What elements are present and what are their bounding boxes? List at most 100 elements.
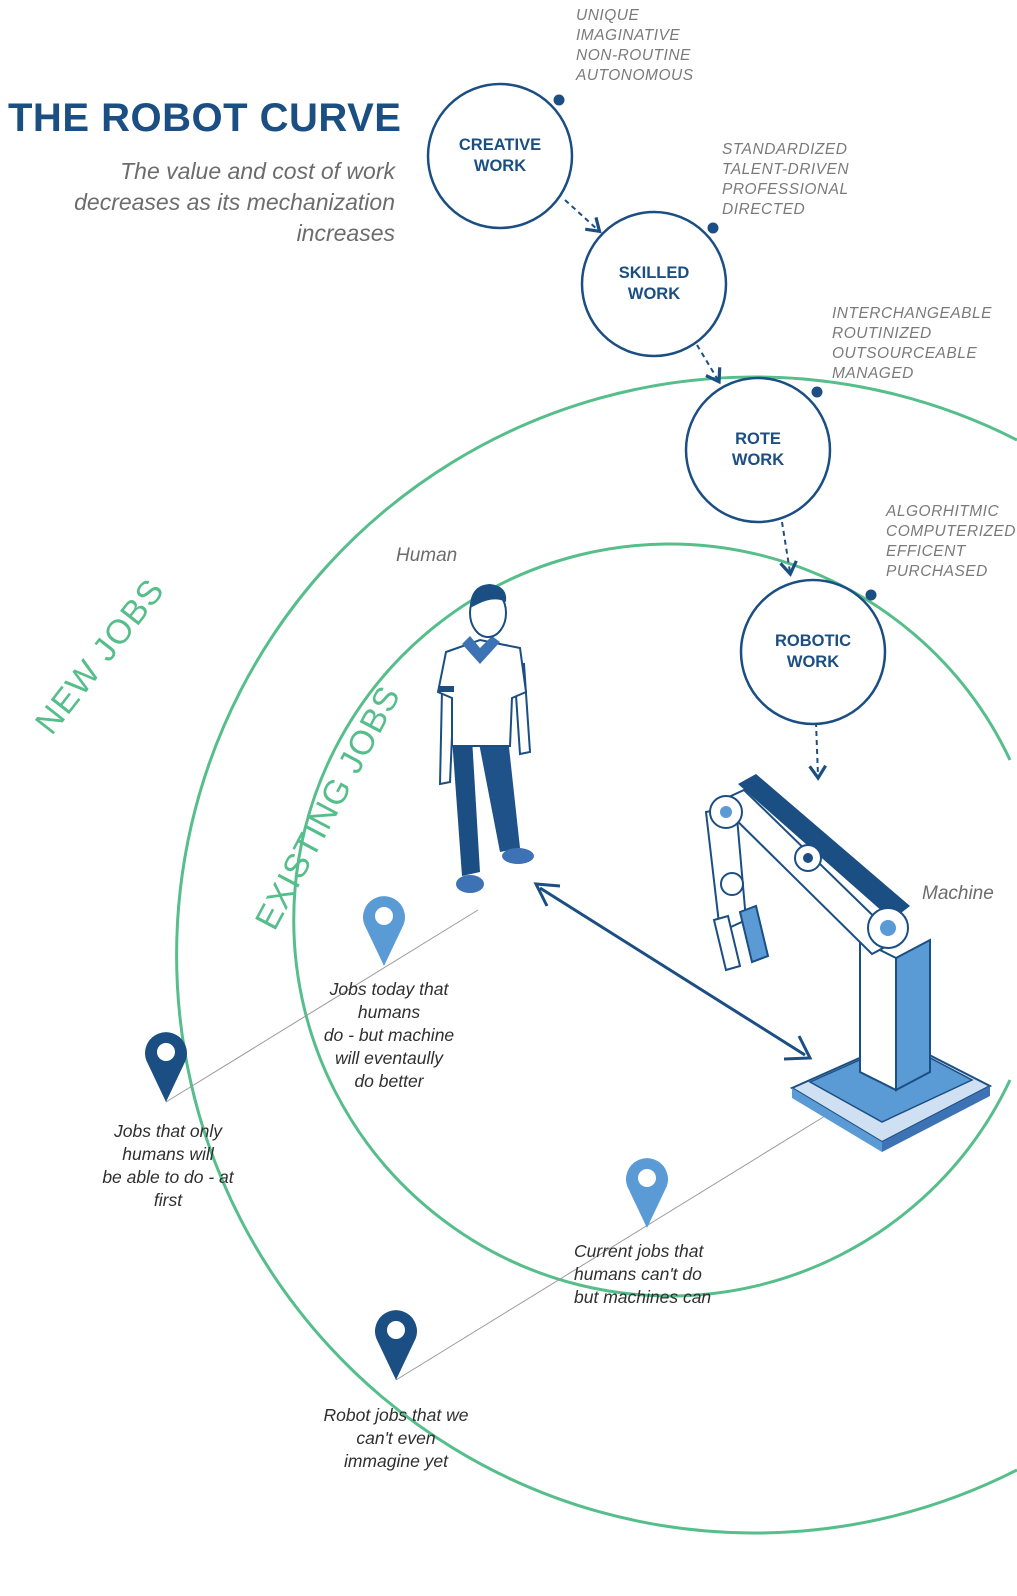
robotic-work-circle <box>739 578 887 726</box>
attribute-item: INTERCHANGEABLE <box>832 305 992 322</box>
skilled-work-label: SKILLED WORK <box>584 263 724 305</box>
new-jobs-ring <box>175 375 1017 1535</box>
creative-work-dot <box>553 94 565 106</box>
note-robot-jobs: Robot jobs that we can't even immagine y… <box>300 1404 492 1473</box>
flow-arrows <box>564 199 827 781</box>
human-figure <box>436 584 534 893</box>
arrow-skilled-to-rote <box>696 344 722 385</box>
skilled-work-circle <box>580 210 728 358</box>
note-line: immagine yet <box>343 1451 449 1471</box>
robotic-work-label-line2: WORK <box>786 653 840 671</box>
attribute-item: AUTONOMOUS <box>576 67 694 84</box>
human-shirt <box>436 638 528 747</box>
skilled-work-label-line1: SKILLED <box>618 264 690 282</box>
leader-lines <box>165 909 826 1381</box>
note-line: do - but machine <box>323 1025 455 1045</box>
robot-pillar-side <box>895 938 931 1092</box>
note-line: Current jobs that <box>574 1241 704 1261</box>
rote-work-attributes: INTERCHANGEABLE ROUTINIZED OUTSOURCEABLE… <box>832 304 992 384</box>
arrow-creative-to-skilled <box>564 199 602 234</box>
robot-base-plate-front <box>882 1086 990 1152</box>
human-leg-left <box>452 738 480 876</box>
attribute-item: IMAGINATIVE <box>576 27 681 44</box>
attribute-item: PROFESSIONAL <box>722 181 849 198</box>
note-line: but machines can <box>574 1287 712 1307</box>
robotic-work-attributes: ALGORHITMIC COMPUTERIZED EFFICENT PURCHA… <box>886 502 1016 582</box>
skilled-work-label-line2: WORK <box>627 285 681 303</box>
robotic-work-label: ROBOTIC WORK <box>743 631 883 673</box>
attribute-item: OUTSOURCEABLE <box>832 345 978 362</box>
human-shoe-right <box>502 848 534 864</box>
pin-today-humans <box>363 896 405 966</box>
robot-base-plate-side <box>792 1088 882 1152</box>
robot-upper-arm-back <box>738 774 910 920</box>
attribute-item: MANAGED <box>832 365 914 382</box>
note-line: Jobs today that <box>329 979 449 999</box>
note-line: humans <box>357 1002 421 1022</box>
rote-work-label: ROTE WORK <box>688 429 828 471</box>
note-line: Robot jobs that we <box>323 1405 469 1425</box>
pin-machines-can <box>626 1158 669 1228</box>
skilled-work-attributes: STANDARDIZED TALENT-DRIVEN PROFESSIONAL … <box>722 140 849 220</box>
robotic-work-dot <box>865 589 877 601</box>
pin-only-humans <box>145 1032 188 1102</box>
attribute-item: NON-ROUTINE <box>576 47 691 64</box>
human-shoe-left <box>456 875 484 893</box>
robot-arm <box>704 774 993 1152</box>
creative-work-circle <box>426 82 574 230</box>
human-sleeve-band <box>438 686 454 692</box>
leader-robot-jobs <box>395 1115 826 1381</box>
attribute-item: UNIQUE <box>576 7 640 24</box>
rote-work-circle <box>684 376 832 524</box>
attribute-item: DIRECTED <box>722 201 806 218</box>
attribute-item: EFFICENT <box>886 543 966 560</box>
robotic-work-label-line1: ROBOTIC <box>774 632 852 650</box>
human-hair <box>470 584 507 608</box>
creative-work-label: CREATIVE WORK <box>430 135 570 177</box>
skilled-work-dot <box>707 222 719 234</box>
attribute-item: ROUTINIZED <box>832 325 932 342</box>
note-line: be able to do - at <box>102 1167 234 1187</box>
human-label: Human <box>396 545 458 566</box>
note-line: will eventaully <box>335 1048 443 1068</box>
note-only-humans: Jobs that only humans will be able to do… <box>80 1120 256 1212</box>
human-collar <box>462 636 500 664</box>
attribute-item: PURCHASED <box>886 563 988 580</box>
leader-only-humans <box>165 909 479 1103</box>
note-line: humans can't do <box>574 1264 702 1284</box>
robot-mid-pin <box>803 853 813 863</box>
robot-elbow-pin <box>720 806 732 818</box>
note-line: Jobs that only <box>114 1121 222 1141</box>
rote-work-label-line1: ROTE <box>735 430 781 448</box>
creative-work-label-line2: WORK <box>473 157 527 175</box>
note-line: do better <box>354 1071 424 1091</box>
robot-pillar-front <box>859 938 897 1092</box>
attribute-item: ALGORHITMIC <box>886 503 1000 520</box>
note-line: can't even <box>356 1428 436 1448</box>
stage-circles <box>426 82 887 726</box>
note-line: first <box>153 1190 183 1210</box>
page-title: THE ROBOT CURVE <box>8 96 402 140</box>
attribute-item: STANDARDIZED <box>722 141 848 158</box>
robot-shoulder-pin <box>880 920 896 936</box>
creative-work-label-line1: CREATIVE <box>458 136 542 154</box>
note-machines-can: Current jobs that humans can't do but ma… <box>574 1240 750 1309</box>
robot-wrist-joint <box>720 872 744 896</box>
page-subtitle: The value and cost of work decreases as … <box>74 158 395 246</box>
note-today-humans: Jobs today that humans do - but machine … <box>298 978 480 1093</box>
attribute-item: TALENT-DRIVEN <box>722 161 850 178</box>
human-leg-right <box>478 738 520 852</box>
robot-gripper-left <box>712 914 742 972</box>
arrow-robotic-to-machine <box>808 721 827 781</box>
pin-robot-jobs <box>375 1310 417 1380</box>
machine-label: Machine <box>922 883 994 904</box>
creative-work-attributes: UNIQUE IMAGINATIVE NON-ROUTINE AUTONOMOU… <box>576 6 694 86</box>
note-line: humans will <box>122 1144 214 1164</box>
rote-work-label-line2: WORK <box>731 451 785 469</box>
attribute-item: COMPUTERIZED <box>886 523 1016 540</box>
robot-gripper-right <box>738 904 770 964</box>
rote-work-dot <box>811 386 823 398</box>
human-machine-arrow <box>533 882 813 1061</box>
